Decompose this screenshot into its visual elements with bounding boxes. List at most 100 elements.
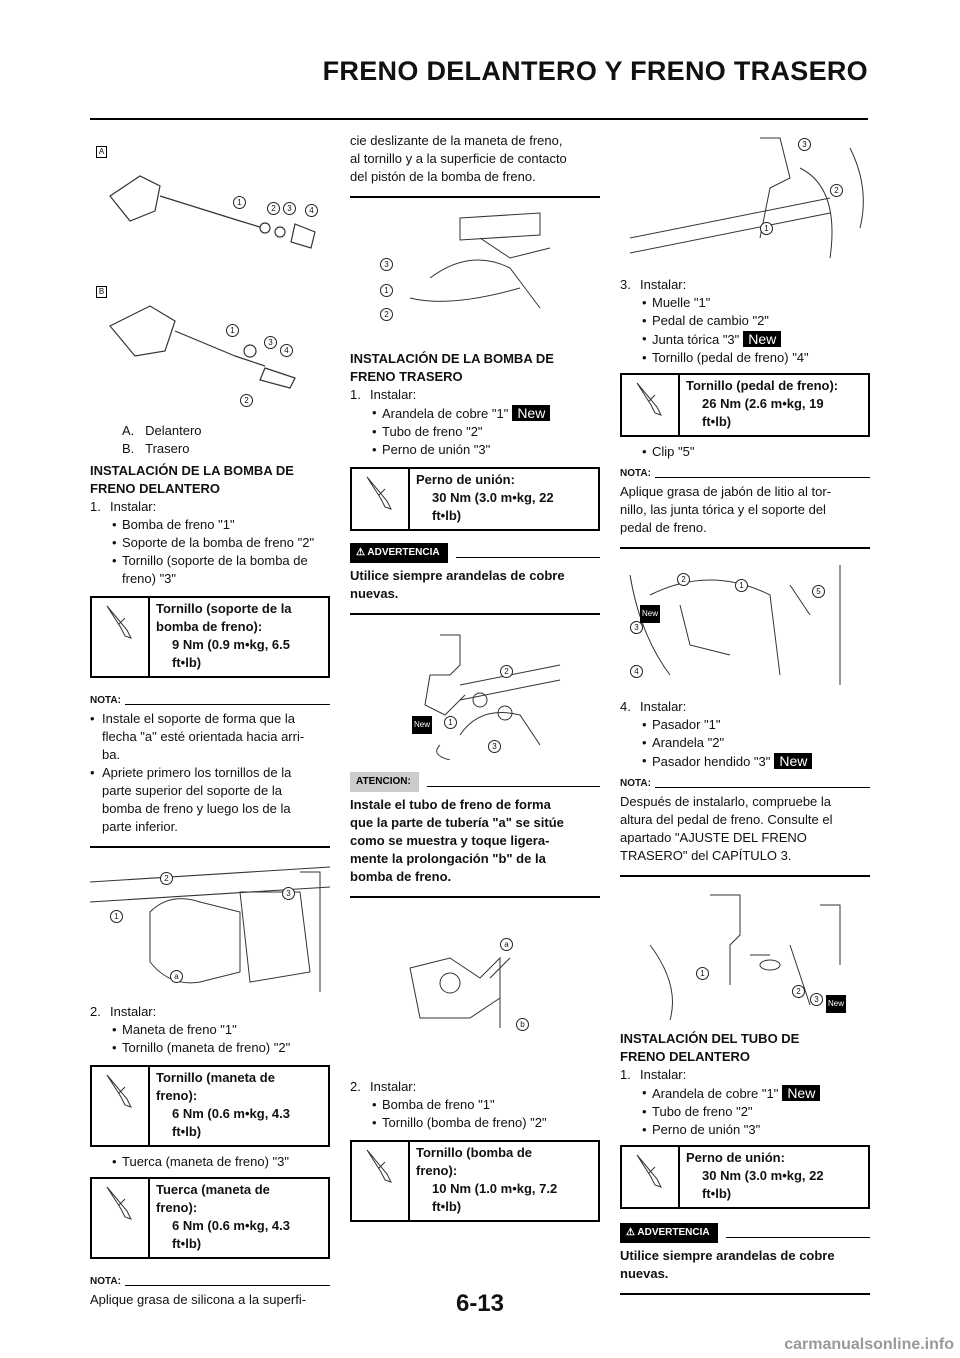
new-part-badge: New [774, 753, 813, 769]
callout: 3 [488, 740, 501, 753]
step-number: 2. [90, 1004, 101, 1019]
bullet-item: Tubo de freno "2" [350, 423, 600, 441]
page-title: FRENO DELANTERO Y FRENO TRASERO [322, 56, 868, 86]
callout: 1 [760, 222, 773, 235]
spec-line: Tornillo (maneta de [156, 1070, 275, 1085]
nota-header: NOTA: [620, 775, 870, 793]
bullet-item: Arandela "2" [620, 734, 870, 752]
callout: 1 [110, 910, 123, 923]
bullet-continuation: freno) "3" [122, 571, 177, 586]
new-part-badge: New [782, 1085, 821, 1101]
step: 4.Instalar: [620, 698, 870, 716]
callout: 3 [380, 258, 393, 271]
legend-item: B. Trasero [90, 440, 330, 458]
step: 1.Instalar: [90, 498, 330, 516]
step: 1.Instalar: [620, 1066, 870, 1084]
warning-text: ADVERTENCIA [637, 1227, 710, 1238]
callout: 5 [812, 585, 825, 598]
warning-line: nuevas. [350, 586, 399, 601]
bullet-item: Junta tórica "3"New [620, 330, 870, 349]
bullet-item: Bomba de freno "1" [90, 516, 330, 534]
warning-end-rule [620, 1293, 870, 1295]
exploded-drawing [109, 175, 316, 389]
new-part-badge: New [743, 331, 782, 347]
spec-value: ft•lb) [702, 1186, 732, 1201]
figure-handlebar-master-cylinder: 2 3 1 a [90, 862, 330, 997]
callout: 3 [798, 138, 811, 151]
spec-value: 6 Nm (0.6 m•kg, 4.3 [172, 1106, 290, 1121]
step: 2. Instalar: [90, 1003, 330, 1021]
nota-label: NOTA: [620, 468, 651, 479]
bullet-item: Tornillo (bomba de freno) "2" [350, 1114, 600, 1132]
bullet-item: Pasador "1" [620, 716, 870, 734]
nota-header: NOTA: [90, 1273, 330, 1291]
warning-label: ⚠ ADVERTENCIA [620, 1223, 718, 1243]
figure-label-b: B [96, 286, 107, 298]
spec-value: 10 Nm (1.0 m•kg, 7.2 [432, 1181, 558, 1196]
note-line: cie deslizante de la maneta de freno, [350, 133, 563, 148]
spec-value: 9 Nm (0.9 m•kg, 6.5 [172, 637, 290, 652]
warning-line: Utilice siempre arandelas de cobre [620, 1248, 835, 1263]
callout: 1 [444, 716, 457, 729]
watermark: carmanualsonline.info [784, 1336, 954, 1353]
torque-wrench-icon [352, 1142, 410, 1220]
caution-line: mente la prolongación "b" de la [350, 851, 546, 866]
nota-label: NOTA: [90, 1276, 121, 1287]
torque-wrench-icon [92, 1179, 150, 1257]
note-line: Instale el soporte de forma que la [102, 711, 295, 726]
callout: 4 [630, 665, 643, 678]
legend-value: Delantero [145, 423, 202, 438]
nota-label: NOTA: [620, 778, 651, 789]
new-part-badge: New [826, 995, 847, 1013]
note-text: Aplique grasa de silicona a la superfi- [90, 1292, 307, 1307]
step-number: 3. [620, 277, 631, 292]
column-3: 3 2 1 3.Instalar: Muelle "1" Pedal de ca… [620, 128, 870, 1295]
bullet-item: Arandela de cobre "1"New [350, 404, 600, 423]
note-line: Aplique grasa de jabón de litio al tor- [620, 484, 832, 499]
column-1: A B 1 2 3 4 1 3 4 2 A. Delantero B. Tras… [90, 130, 330, 1309]
bullet-text: Arandela de cobre "1" [652, 1086, 779, 1101]
callout: a [500, 938, 513, 951]
note-line: flecha "a" esté orientada hacia arri- [102, 729, 305, 744]
spec-value: 6 Nm (0.6 m•kg, 4.3 [172, 1218, 290, 1233]
heading-line: INSTALACIÓN DEL TUBO DE [620, 1031, 800, 1046]
spec-value: 30 Nm (3.0 m•kg, 22 [432, 490, 554, 505]
step-label: Instalar: [370, 1079, 417, 1094]
spec-line: Tuerca (maneta de [156, 1182, 270, 1197]
torque-spec-box: Tornillo (pedal de freno):26 Nm (2.6 m•k… [620, 373, 870, 437]
callout: 2 [830, 184, 843, 197]
bullet-item: Pedal de cambio "2" [620, 312, 870, 330]
note-line: apartado "AJUSTE DEL FRENO [620, 830, 807, 845]
bullet-text: Junta tórica "3" [652, 332, 740, 347]
figure-brake-hose-position: a b [350, 908, 600, 1058]
note-line: ba. [102, 747, 121, 762]
warning-header: ⚠ ADVERTENCIA [620, 1223, 870, 1243]
callout: 3 [282, 887, 295, 900]
spec-line: Tornillo (pedal de freno): [686, 378, 839, 393]
note-text: Aplique grasa de jabón de litio al tor-n… [620, 483, 870, 537]
note-end-rule [620, 547, 870, 549]
callout: 1 [696, 967, 709, 980]
note-end-rule [620, 875, 870, 877]
note-line: TRASERO" del CAPÍTULO 3. [620, 848, 792, 863]
bullet-item: Soporte de la bomba de freno "2" [90, 534, 330, 552]
callout: b [516, 1018, 529, 1031]
note-end-rule [350, 196, 600, 198]
callout: 1 [380, 284, 393, 297]
caution-line: que la parte de tubería "a" se sitúe [350, 815, 564, 830]
legend-key: A. [122, 423, 135, 438]
bullet-item: Tubo de freno "2" [620, 1103, 870, 1121]
figure-brake-pedal-install: 2 1 5 New 3 4 [620, 555, 870, 690]
spec-value: ft•lb) [172, 655, 202, 670]
heading-line: FRENO DELANTERO [620, 1049, 750, 1064]
figure-cotter-pin-install: 1 2 3 New [620, 885, 870, 1020]
step-label: Instalar: [110, 1004, 157, 1019]
note-line: altura del pedal de freno. Consulte el [620, 812, 833, 827]
